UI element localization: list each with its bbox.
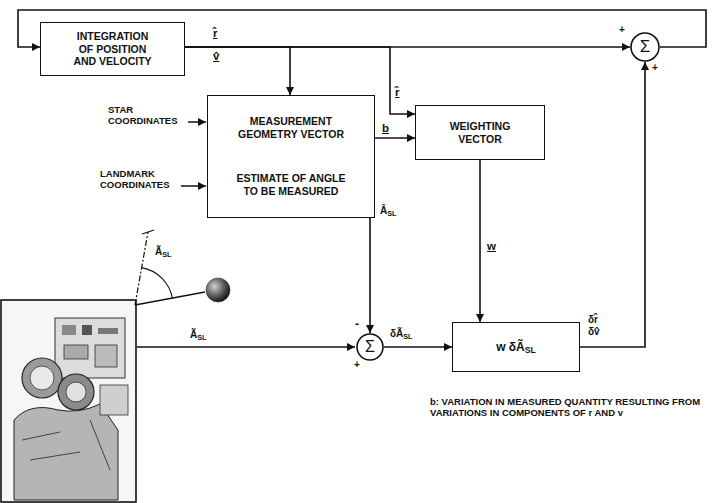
signal-name: r̂ (213, 27, 217, 41)
process-box: INTEGRATION OF POSITION AND VELOCITY (40, 22, 185, 76)
box-text: MEASUREMENT GEOMETRY VECTOR (229, 115, 354, 141)
process-box: MEASUREMENT GEOMETRY VECTOR ESTIMATE OF A… (207, 95, 375, 218)
footnote: b: VARIATION IN MEASURED QUANTITY RESULT… (430, 396, 704, 419)
signal-connector (375, 137, 415, 139)
process-box: w δÃSL (452, 322, 580, 372)
sign-mark: - (355, 317, 359, 331)
box-text: ESTIMATE OF ANGLE TO BE MEASURED (229, 172, 354, 198)
signal-name: ÂSL (380, 205, 396, 217)
angle-label: ÃSL (155, 246, 171, 258)
astronaut-illustration (1, 300, 136, 502)
sign-mark: + (354, 359, 360, 371)
sign-mark: + (652, 62, 658, 74)
signal-name: ÃSL (190, 329, 206, 341)
junction-symbol: Σ (365, 337, 375, 357)
box-text: WEIGHTING VECTOR (435, 120, 525, 146)
summing-junction: Σ (630, 32, 660, 62)
input-label: LANDMARK COORDINATES (100, 168, 180, 191)
input-label: STAR COORDINATES (108, 104, 188, 127)
sextant-signal-wire (137, 346, 355, 348)
signal-connector (479, 160, 481, 322)
signal-name: δr̂ δv̂ (588, 314, 612, 338)
signal-connector (185, 47, 290, 95)
signal-name: w (487, 240, 496, 254)
sign-mark: + (619, 24, 625, 36)
signal-connector (580, 62, 645, 347)
summing-junction: Σ (356, 333, 384, 361)
junction-symbol: Σ (640, 37, 651, 58)
landmark-planet (206, 278, 230, 302)
process-box: WEIGHTING VECTOR (415, 105, 545, 160)
sighting-geometry (135, 230, 230, 305)
box-text: w δÃSL (496, 340, 536, 355)
box-text: INTEGRATION OF POSITION AND VELOCITY (69, 30, 157, 68)
signal-connector (369, 218, 371, 333)
signal-name: b (382, 122, 389, 136)
signal-name: r̂ (395, 86, 399, 100)
signal-name: v̂ (213, 50, 219, 64)
signal-connector (384, 346, 452, 348)
signal-name: δÃSL (390, 328, 412, 340)
